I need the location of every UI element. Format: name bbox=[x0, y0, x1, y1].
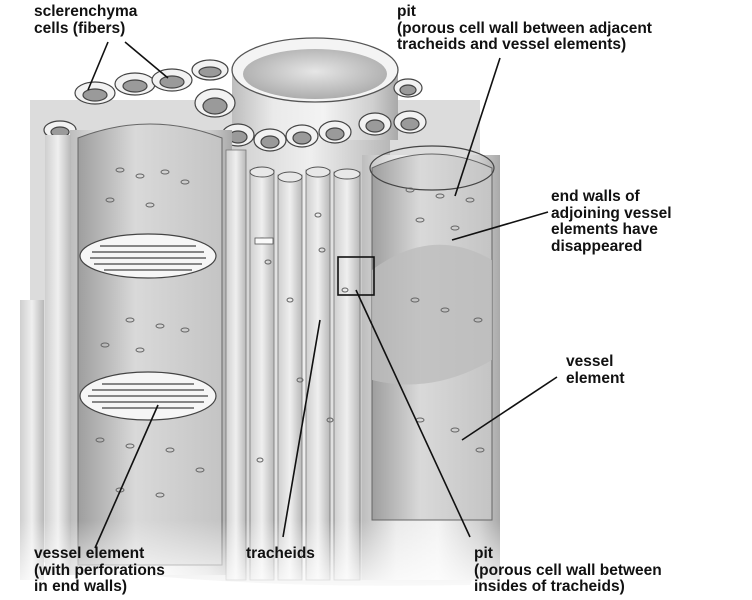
label-sclerenchyma: sclerenchyma cells (fibers) bbox=[34, 3, 138, 37]
label-tracheids: tracheids bbox=[246, 545, 315, 562]
tracheid-cells bbox=[225, 149, 361, 581]
top-vessel-opening bbox=[231, 37, 399, 140]
pit-callout-box bbox=[337, 256, 375, 296]
label-end-walls: end walls of adjoining vessel elements h… bbox=[551, 188, 672, 255]
sclerenchyma-fibers bbox=[43, 59, 427, 152]
label-pit-top: pit (porous cell wall between adjacent t… bbox=[397, 3, 652, 53]
label-pit-bottom: pit (porous cell wall between insides of… bbox=[474, 545, 662, 595]
label-vessel-bottom: vessel element (with perforations in end… bbox=[34, 545, 165, 595]
left-vessel-element bbox=[20, 123, 232, 580]
leader-lines bbox=[87, 41, 558, 549]
bottom-fade bbox=[0, 520, 520, 600]
right-vessel-element bbox=[362, 145, 500, 580]
label-vessel-right: vessel element bbox=[566, 353, 625, 387]
